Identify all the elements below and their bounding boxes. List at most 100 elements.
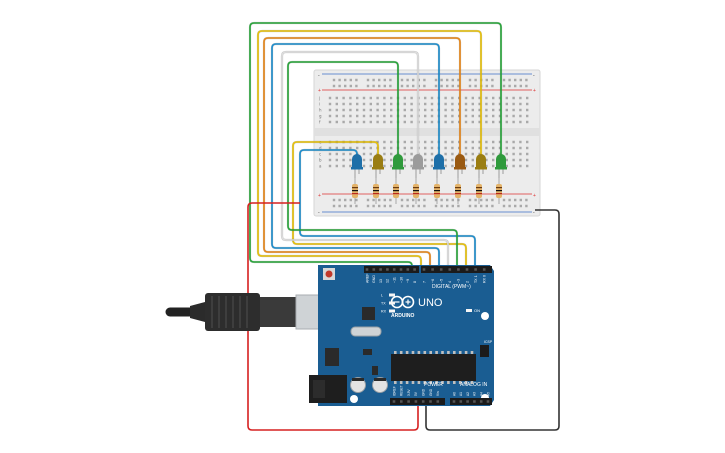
led-lens: [373, 154, 383, 168]
digital-pin-label: 12: [386, 279, 390, 283]
resistor-band: [455, 193, 461, 195]
digital-pin-label: ~10: [399, 277, 403, 283]
led-lens: [352, 154, 362, 168]
led-rim: [392, 167, 404, 170]
resistor-band: [434, 187, 440, 189]
led[interactable]: [412, 154, 424, 178]
led[interactable]: [392, 154, 404, 178]
power-pin-label: GND: [422, 388, 426, 396]
usb-cable[interactable]: [165, 293, 341, 331]
analog-pin-label: A1: [459, 392, 463, 396]
ground-wire[interactable]: [425, 209, 560, 431]
led[interactable]: [351, 154, 363, 178]
power-pin-label: Vin: [436, 391, 440, 396]
icsp-label: ICSP: [484, 340, 493, 344]
row-letter: c: [319, 152, 321, 157]
led[interactable]: [454, 154, 466, 178]
rail-minus-label: -: [318, 210, 320, 216]
resistor-band: [413, 193, 419, 195]
capacitor-band: [374, 378, 386, 381]
resistor[interactable]: [455, 178, 461, 204]
digital-pin-label: GND: [372, 275, 376, 283]
led[interactable]: [475, 154, 487, 178]
resistor-band: [434, 193, 440, 195]
power-pin-label: IOREF: [392, 386, 396, 396]
power-pin-label: GND: [429, 388, 433, 396]
signal-wire[interactable]: [287, 61, 458, 268]
led-lens: [393, 154, 403, 168]
resistor-band: [476, 193, 482, 195]
analog-pin-label: A3: [473, 392, 477, 396]
resistor-band: [496, 187, 502, 189]
row-letter: b: [319, 158, 322, 163]
digital-pin-label: 7: [422, 281, 426, 283]
power-pin-label: 5V: [414, 391, 418, 396]
power-header-label: POWER: [424, 382, 443, 388]
digital-pin-label: ~5: [440, 279, 444, 283]
resistor[interactable]: [413, 178, 419, 204]
resistor-band: [476, 190, 482, 192]
power-wire[interactable]: [247, 202, 419, 431]
analog-pin-label: A4: [480, 392, 484, 396]
rail-plus-label: +: [533, 193, 536, 199]
signal-wire[interactable]: [271, 43, 440, 268]
brand-name: ARDUINO: [391, 313, 414, 319]
board-status-leds: L TX RX: [381, 293, 395, 314]
led[interactable]: [372, 154, 384, 178]
atmega-microcontroller: [391, 354, 476, 381]
reset-button[interactable]: [325, 270, 333, 278]
signal-wire[interactable]: [257, 30, 482, 268]
rail-minus-label: -: [318, 73, 320, 79]
usb-interface-chip: [362, 307, 375, 320]
digital-pin-label: 4: [448, 281, 452, 283]
mounting-hole: [350, 395, 358, 403]
resistor-band: [393, 193, 399, 195]
digital-pin-label: 8: [413, 281, 417, 283]
row-letter: d: [319, 146, 322, 151]
resistor-band: [373, 190, 379, 192]
status-led-label: RX: [381, 310, 387, 314]
led-rim: [475, 167, 487, 170]
signal-wire[interactable]: [281, 51, 449, 268]
digital-pin-label: ~11: [393, 277, 397, 283]
status-led: [389, 309, 395, 313]
row-letter: f: [319, 120, 321, 125]
resistor-band: [352, 190, 358, 192]
resistor-band: [496, 193, 502, 195]
signal-wire[interactable]: [299, 149, 476, 268]
resistor[interactable]: [352, 178, 358, 204]
resistor[interactable]: [393, 178, 399, 204]
status-led-label: L: [381, 294, 383, 298]
breadboard-center-channel: [314, 128, 540, 136]
analog-pin-label: A5: [486, 392, 490, 396]
led[interactable]: [433, 154, 445, 178]
led-rim: [495, 167, 507, 170]
digital-header-left: [364, 266, 419, 273]
resistor-band: [393, 187, 399, 189]
resistor[interactable]: [434, 178, 440, 204]
row-letter: j: [318, 96, 320, 101]
bottom-header-holes[interactable]: [392, 400, 490, 403]
resistor-band: [455, 190, 461, 192]
led-rim: [351, 167, 363, 170]
digital-pin-label: AREF: [365, 273, 369, 283]
led-rim: [412, 167, 424, 170]
analog-pin-label: A2: [466, 392, 470, 396]
signal-wire[interactable]: [263, 37, 461, 268]
signal-wire[interactable]: [249, 22, 502, 268]
digital-header-label: DIGITAL (PWM~): [432, 284, 471, 290]
status-led-label: TX: [381, 302, 386, 306]
rail-minus-label: -: [533, 210, 535, 216]
analog-pin-label: A0: [452, 392, 456, 396]
led[interactable]: [495, 154, 507, 178]
resistor[interactable]: [496, 178, 502, 204]
signal-wire[interactable]: [292, 141, 467, 268]
resistor[interactable]: [476, 178, 482, 204]
power-header: [390, 398, 445, 405]
resistor[interactable]: [373, 178, 379, 204]
breadboard-body: [313, 69, 541, 217]
